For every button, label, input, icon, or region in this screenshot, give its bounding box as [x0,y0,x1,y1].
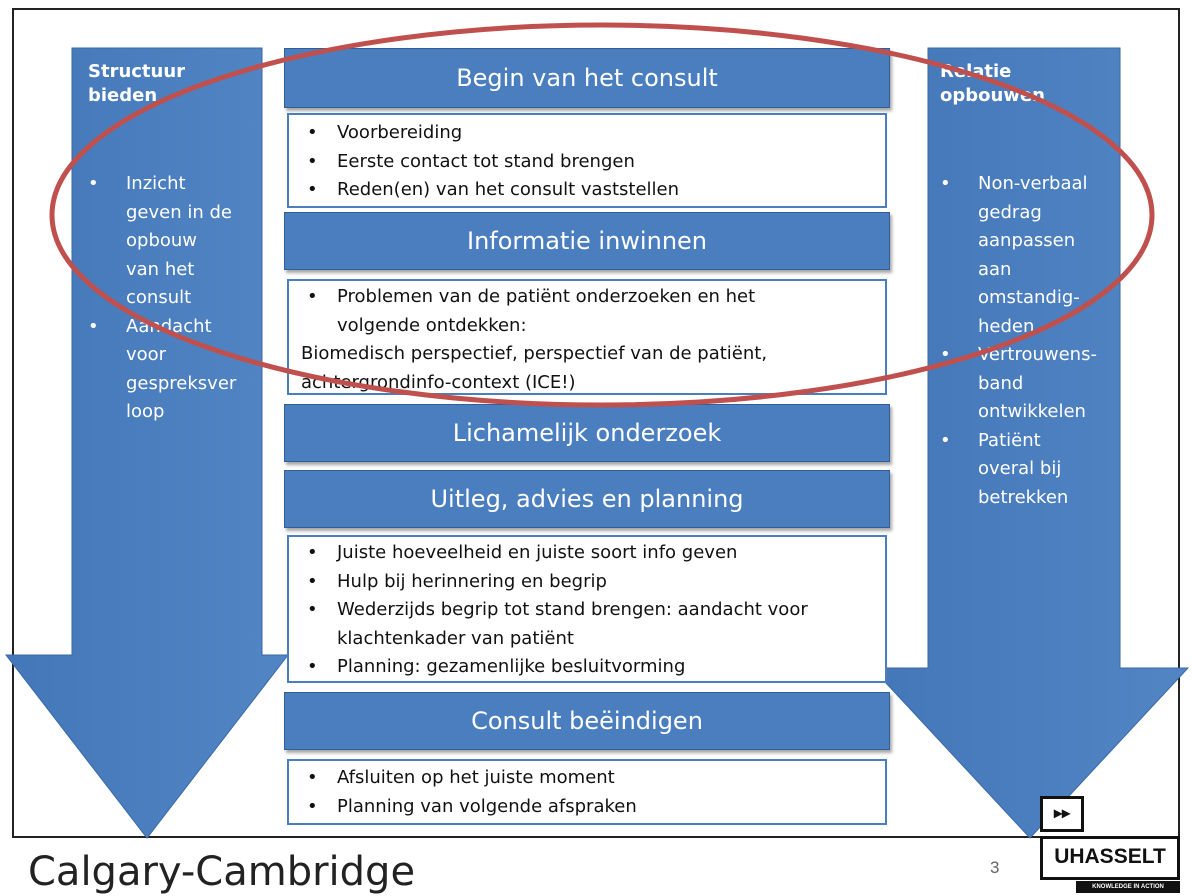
list-item: Eerste contact tot stand brengen [289,148,885,177]
stage-extra-text: Biomedisch perspectief, perspectief van … [301,343,768,393]
play-icon: ▸▸ [1040,796,1084,832]
list-item: Planning van volgende afspraken [289,793,885,822]
slide-title: Calgary-Cambridge [28,849,416,895]
stage-bar-uitleg: Uitleg, advies en planning [284,470,890,528]
stage-bar-begin: Begin van het consult [284,48,890,108]
stage-box-informatie: Problemen van de patiënt onderzoeken en … [287,279,887,395]
list-item: Problemen van de patiënt onderzoeken en … [289,283,885,340]
right-column-title: Relatie opbouwen [940,61,1045,106]
list-item: Hulp bij herinnering en begrip [289,568,885,597]
right-column-list: Non-verbaalgedragaanpassenaanomstandig-h… [938,170,1118,512]
uhasselt-logo: ▸▸ UHASSELT KNOWLEDGE IN ACTION [1040,796,1180,893]
list-item: Planning: gezamenlijke besluitvorming [289,653,885,682]
list-item: Wederzijds begrip tot stand brengen: aan… [289,596,885,653]
stage-box-begin: Voorbereiding Eerste contact tot stand b… [287,113,887,208]
logo-wordmark: UHASSELT [1040,836,1180,880]
stage-bar-beeindigen: Consult beëindigen [284,692,890,750]
stage-bar-informatie: Informatie inwinnen [284,212,890,270]
stage-bar-lichamelijk: Lichamelijk onderzoek [284,404,890,462]
right-item: Non-verbaalgedragaanpassenaanomstandig-h… [938,170,1118,341]
list-item: Reden(en) van het consult vaststellen [289,176,885,205]
page-number: 3 [990,858,1000,877]
list-item: Afsluiten op het juiste moment [289,764,885,793]
stage-box-uitleg: Juiste hoeveelheid en juiste soort info … [287,535,887,683]
left-column-title: Structuur bieden [88,61,186,106]
left-arrow [4,47,290,839]
list-item: Voorbereiding [289,119,885,148]
logo-tagline: KNOWLEDGE IN ACTION [1076,881,1180,893]
stage-box-beeindigen: Afsluiten op het juiste moment Planning … [287,759,887,825]
list-item: Juiste hoeveelheid en juiste soort info … [289,539,885,568]
